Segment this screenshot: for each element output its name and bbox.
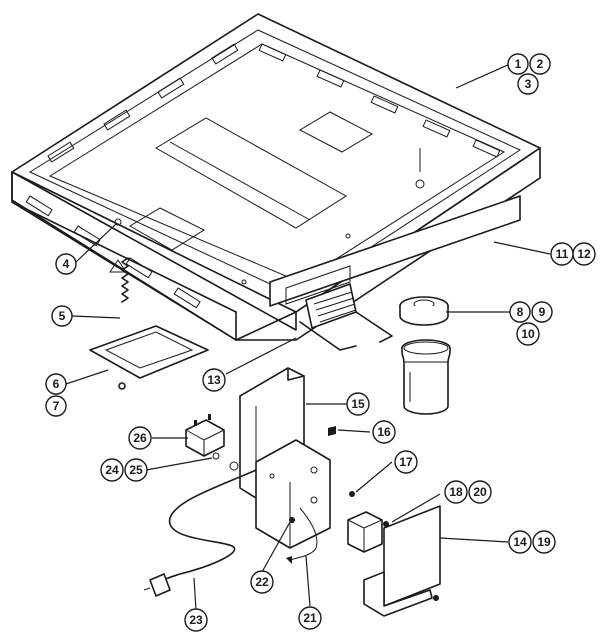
callout-15: 15 bbox=[346, 392, 370, 416]
jar-assembly bbox=[399, 296, 451, 415]
svg-text:21: 21 bbox=[303, 611, 317, 625]
top-tray bbox=[11, 13, 541, 341]
callout-6: 6 bbox=[45, 373, 67, 395]
svg-text:17: 17 bbox=[399, 455, 413, 469]
callout-17: 17 bbox=[394, 450, 418, 474]
svg-text:19: 19 bbox=[537, 535, 551, 549]
callout-20: 20 bbox=[468, 480, 492, 504]
svg-text:15: 15 bbox=[351, 397, 365, 411]
svg-text:25: 25 bbox=[129, 463, 143, 477]
callout-24: 24 bbox=[100, 458, 124, 482]
svg-text:11: 11 bbox=[556, 247, 569, 261]
svg-text:13: 13 bbox=[207, 373, 221, 387]
svg-text:12: 12 bbox=[577, 247, 591, 261]
relay bbox=[347, 511, 389, 553]
svg-text:5: 5 bbox=[59, 309, 66, 323]
callout-25: 25 bbox=[124, 458, 148, 482]
svg-text:4: 4 bbox=[63, 257, 70, 271]
switch bbox=[185, 414, 225, 457]
svg-text:7: 7 bbox=[53, 399, 60, 413]
power-cord bbox=[143, 469, 257, 597]
svg-text:8: 8 bbox=[517, 305, 524, 319]
callout-14: 14 bbox=[508, 530, 532, 554]
svg-text:6: 6 bbox=[53, 377, 60, 391]
svg-text:10: 10 bbox=[521, 327, 535, 341]
callout-8: 8 bbox=[509, 301, 531, 323]
callout-16: 16 bbox=[372, 420, 396, 444]
svg-text:26: 26 bbox=[133, 431, 147, 445]
svg-text:23: 23 bbox=[189, 613, 203, 627]
callout-1: 1 bbox=[507, 53, 529, 75]
callout-26: 26 bbox=[128, 426, 152, 450]
svg-text:18: 18 bbox=[449, 485, 463, 499]
callout-10: 10 bbox=[516, 322, 540, 346]
spring bbox=[121, 257, 129, 303]
callout-7: 7 bbox=[45, 395, 67, 417]
svg-text:3: 3 bbox=[525, 77, 532, 91]
callout-12: 12 bbox=[572, 242, 596, 266]
svg-text:20: 20 bbox=[473, 485, 487, 499]
front-bracket bbox=[269, 195, 521, 351]
callout-3: 3 bbox=[517, 73, 539, 95]
callout-23: 23 bbox=[184, 608, 208, 632]
screws-24-25 bbox=[212, 452, 239, 471]
callout-11: 11 bbox=[550, 242, 574, 266]
screw-16 bbox=[328, 426, 336, 436]
callout-9: 9 bbox=[531, 301, 553, 323]
filter-pad bbox=[89, 325, 209, 390]
svg-text:9: 9 bbox=[539, 305, 546, 319]
callout-21: 21 bbox=[298, 606, 322, 630]
center-channel bbox=[155, 117, 347, 229]
callout-13: 13 bbox=[202, 368, 226, 392]
callout-5: 5 bbox=[51, 305, 73, 327]
floor-opening-right bbox=[298, 111, 374, 153]
callout-2: 2 bbox=[529, 53, 551, 75]
wire-leads bbox=[286, 507, 318, 564]
svg-text:16: 16 bbox=[377, 425, 391, 439]
svg-text:1: 1 bbox=[515, 57, 522, 71]
screw-17 bbox=[349, 491, 355, 497]
floor-opening-left bbox=[129, 207, 206, 251]
cover-plate bbox=[363, 505, 441, 617]
callout-18: 18 bbox=[444, 480, 468, 504]
callouts: 1 2 3 4 5 6 7 8 9 10 11 12 13 14 15 16 1… bbox=[45, 53, 596, 632]
svg-text:22: 22 bbox=[255, 575, 269, 589]
svg-text:24: 24 bbox=[105, 463, 119, 477]
callout-4: 4 bbox=[55, 253, 77, 275]
leader-lines bbox=[65, 63, 551, 611]
callout-19: 19 bbox=[532, 530, 556, 554]
callout-22: 22 bbox=[250, 570, 274, 594]
svg-text:2: 2 bbox=[537, 57, 544, 71]
mounting-bracket bbox=[239, 367, 331, 549]
svg-text:14: 14 bbox=[513, 535, 527, 549]
rim-slots bbox=[25, 43, 501, 309]
